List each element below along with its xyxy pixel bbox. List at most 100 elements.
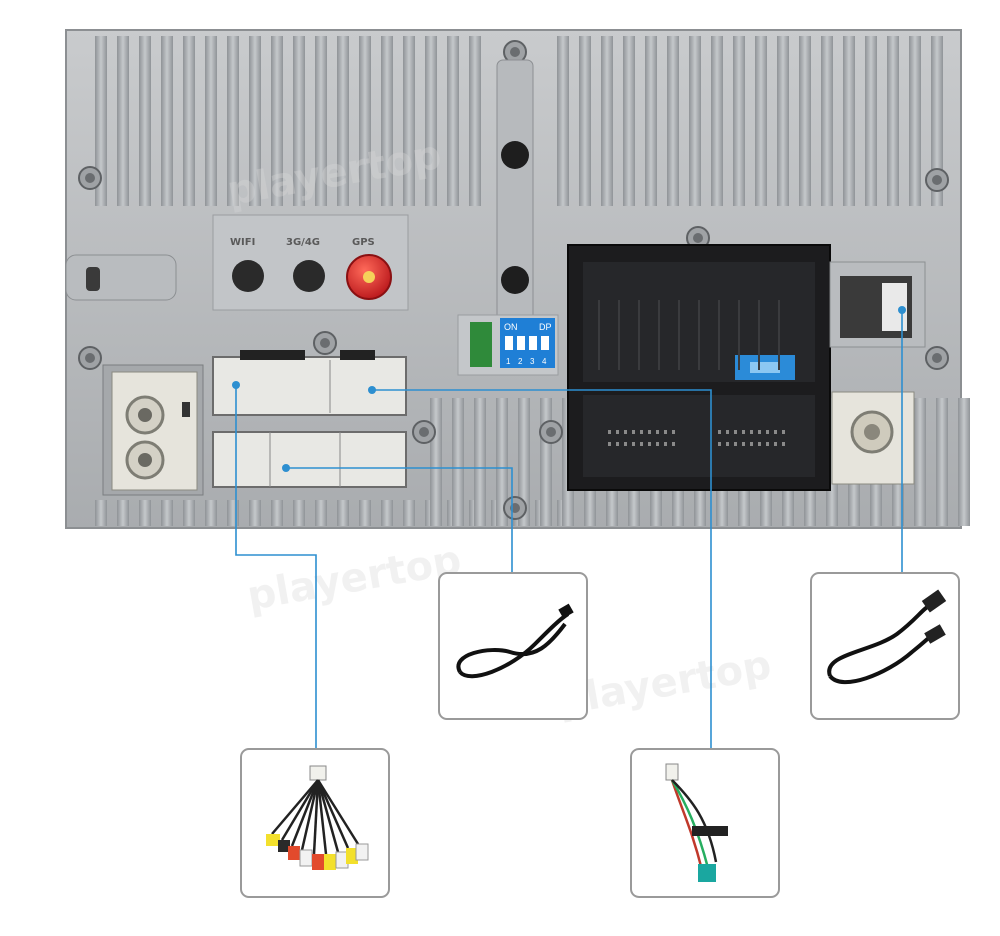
fin xyxy=(95,36,107,206)
fin xyxy=(711,36,723,206)
pin xyxy=(656,442,659,446)
fin xyxy=(249,36,261,206)
fin xyxy=(315,500,327,526)
pin xyxy=(664,442,667,446)
pin-slot xyxy=(718,300,720,370)
rca-plugs-icon xyxy=(266,834,369,870)
fin xyxy=(931,36,943,206)
callout-usb-cable xyxy=(810,572,960,720)
pin xyxy=(616,442,619,446)
screw-icon xyxy=(313,331,337,355)
wifi-port-icon xyxy=(232,260,264,292)
pin xyxy=(742,430,745,434)
pin xyxy=(782,442,785,446)
pin xyxy=(726,430,729,434)
connector-lower xyxy=(212,431,407,488)
fin xyxy=(359,36,371,206)
pin xyxy=(726,442,729,446)
pin-slot xyxy=(658,300,660,370)
fin xyxy=(139,500,151,526)
gps-label: GPS xyxy=(352,237,375,248)
fin xyxy=(205,36,217,206)
pin xyxy=(758,430,761,434)
fin xyxy=(337,500,349,526)
fin xyxy=(557,36,569,206)
screw-icon xyxy=(539,420,563,444)
fin xyxy=(381,36,393,206)
pin-slot xyxy=(758,300,760,370)
connector-upper xyxy=(212,356,407,416)
pin xyxy=(750,442,753,446)
screw-icon xyxy=(78,166,102,190)
pin xyxy=(718,442,721,446)
fin xyxy=(183,36,195,206)
pin xyxy=(664,430,667,434)
dip-key xyxy=(541,336,549,350)
pin xyxy=(656,430,659,434)
fin xyxy=(601,36,613,206)
fin xyxy=(381,500,393,526)
fin xyxy=(887,36,899,206)
pin xyxy=(648,442,651,446)
cell-port-icon xyxy=(293,260,325,292)
pin xyxy=(734,430,737,434)
fin xyxy=(95,500,107,526)
pin xyxy=(774,430,777,434)
fin xyxy=(645,36,657,206)
pin xyxy=(632,430,635,434)
pin xyxy=(608,442,611,446)
fin xyxy=(667,36,679,206)
fin xyxy=(777,36,789,206)
fin xyxy=(755,36,767,206)
fin xyxy=(315,36,327,206)
rca-cable-icon xyxy=(266,765,369,870)
watermark-3: playertop xyxy=(244,537,465,620)
dip-key-number: 4 xyxy=(542,357,547,366)
pin xyxy=(632,442,635,446)
fin xyxy=(205,500,217,526)
screw-icon xyxy=(78,346,102,370)
fin xyxy=(183,500,195,526)
pin xyxy=(672,442,675,446)
fin xyxy=(139,36,151,206)
pin-slot xyxy=(618,300,620,370)
fin xyxy=(843,36,855,206)
fin xyxy=(909,36,921,206)
dip-key-number: 2 xyxy=(518,357,523,366)
pin xyxy=(608,430,611,434)
pin xyxy=(734,442,737,446)
pin xyxy=(750,430,753,434)
fin xyxy=(271,500,283,526)
fin xyxy=(914,398,926,526)
fin xyxy=(293,500,305,526)
screw-icon xyxy=(925,168,949,192)
fin xyxy=(161,500,173,526)
fin xyxy=(496,398,508,526)
fin xyxy=(117,500,129,526)
fin xyxy=(936,398,948,526)
fin xyxy=(689,36,701,206)
pin-slot xyxy=(738,300,740,370)
dip-dp-label: DP xyxy=(539,322,552,332)
pin xyxy=(624,442,627,446)
fin xyxy=(403,36,415,206)
pin xyxy=(758,442,761,446)
pin xyxy=(766,442,769,446)
center-hole-top xyxy=(501,141,529,169)
harness-cable-icon xyxy=(665,763,728,882)
fin xyxy=(865,36,877,206)
fin xyxy=(579,36,591,206)
cell-label: 3G/4G xyxy=(286,237,320,248)
dip-key xyxy=(529,336,537,350)
callout-antenna-cable xyxy=(438,572,588,720)
black-cable-icon xyxy=(456,603,574,679)
fin xyxy=(161,36,173,206)
fin xyxy=(359,500,371,526)
pin-slot xyxy=(778,300,780,370)
pin-slot xyxy=(638,300,640,370)
pin-slot xyxy=(698,300,700,370)
fin xyxy=(474,398,486,526)
side-slot xyxy=(65,254,177,301)
fin xyxy=(799,36,811,206)
dip-key-number: 1 xyxy=(506,357,511,366)
